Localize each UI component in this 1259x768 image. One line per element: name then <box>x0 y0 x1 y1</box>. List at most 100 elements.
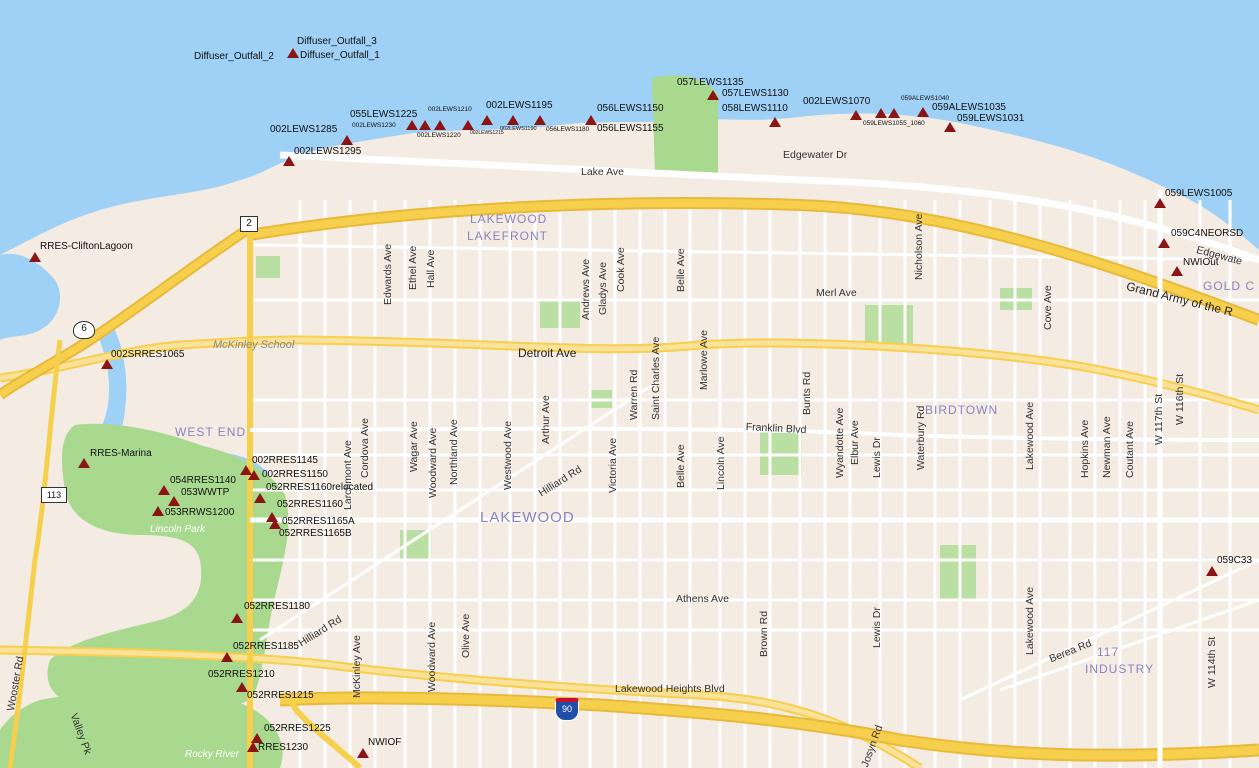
triangle-marker-icon[interactable] <box>419 120 431 130</box>
site-label[interactable]: 052RRES1210 <box>208 669 275 680</box>
site-label[interactable]: 002LEWS1070 <box>803 96 871 107</box>
triangle-marker-icon[interactable] <box>875 108 887 118</box>
street-label: Coutant Ave <box>1124 420 1136 478</box>
triangle-marker-icon[interactable] <box>152 506 164 516</box>
site-label[interactable]: 002SRRES1065 <box>111 349 185 360</box>
site-label[interactable]: 059LEWS1055_1060 <box>863 120 925 127</box>
street-label: Victoria Ave <box>607 437 619 493</box>
site-label[interactable]: 059LEWS1031 <box>957 113 1025 124</box>
triangle-marker-icon[interactable] <box>585 115 597 125</box>
site-label[interactable]: 059LEWS1005 <box>1165 188 1233 199</box>
triangle-marker-icon[interactable] <box>917 107 929 117</box>
site-label[interactable]: 056LEWS1150 <box>597 103 664 114</box>
triangle-marker-icon[interactable] <box>1171 266 1183 276</box>
street-label: Cordova Ave <box>359 418 371 478</box>
site-label[interactable]: 052RRES1215 <box>247 690 314 701</box>
site-label[interactable]: 055LEWS1225 <box>350 109 418 120</box>
triangle-marker-icon[interactable] <box>247 742 259 752</box>
site-label[interactable]: Diffuser_Outfall_1 <box>300 50 380 61</box>
triangle-marker-icon[interactable] <box>78 458 90 468</box>
triangle-marker-icon[interactable] <box>406 120 418 130</box>
site-label[interactable]: 002LEWS1230 <box>352 122 396 129</box>
site-label[interactable]: NWIOut <box>1183 257 1219 268</box>
site-label[interactable]: 052RRES1165A <box>282 516 355 527</box>
site-label[interactable]: 053RRWS1200 <box>165 507 235 518</box>
triangle-marker-icon[interactable] <box>269 519 281 529</box>
site-label[interactable]: 058LEWS1110 <box>722 103 788 114</box>
site-label[interactable]: 056LEWS1180 <box>546 126 590 133</box>
site-label[interactable]: 002LEWS1190 <box>500 126 537 132</box>
site-label[interactable]: 002LEWS1210 <box>428 106 472 113</box>
triangle-marker-icon[interactable] <box>357 748 369 758</box>
triangle-marker-icon[interactable] <box>434 120 446 130</box>
site-label[interactable]: 052RRES1225 <box>264 723 331 734</box>
triangle-marker-icon[interactable] <box>534 115 546 125</box>
site-label[interactable]: 057LEWS1130 <box>722 88 789 99</box>
site-label[interactable]: 052RRES1185 <box>233 641 299 652</box>
triangle-marker-icon[interactable] <box>1158 238 1170 248</box>
area-label: LAKEWOOD <box>470 212 548 226</box>
triangle-marker-icon[interactable] <box>231 613 243 623</box>
triangle-marker-icon[interactable] <box>287 48 299 58</box>
site-label[interactable]: 002LEWS1285 <box>270 124 338 135</box>
site-label[interactable]: 002LEWS1195 <box>486 100 553 111</box>
site-label[interactable]: 002LEWS1215 <box>470 130 504 136</box>
triangle-marker-icon[interactable] <box>1206 566 1218 576</box>
area-label: LAKEFRONT <box>467 229 549 243</box>
site-label[interactable]: 002LEWS1220 <box>417 132 461 139</box>
area-label: LAKEWOOD <box>480 509 575 526</box>
street-label: Warren Rd <box>628 369 640 420</box>
street-label: Olive Ave <box>460 613 472 658</box>
triangle-marker-icon[interactable] <box>248 470 260 480</box>
site-label[interactable]: 002RRES1145 <box>252 455 318 466</box>
triangle-marker-icon[interactable] <box>251 733 263 743</box>
site-label[interactable]: 002LEWS1295 <box>294 146 362 157</box>
triangle-marker-icon[interactable] <box>254 493 266 503</box>
site-label[interactable]: 002RRES1150 <box>262 469 328 480</box>
site-label[interactable]: 052RRES1160 <box>277 499 343 510</box>
area-label: INDUSTRY <box>1085 662 1155 676</box>
triangle-marker-icon[interactable] <box>101 359 113 369</box>
street-label: Newman Ave <box>1101 416 1113 478</box>
site-label[interactable]: 052RRES1180 <box>244 601 310 612</box>
site-label[interactable]: 059ALEWS1040 <box>901 95 950 102</box>
site-label[interactable]: 059C33 <box>1217 555 1253 566</box>
triangle-marker-icon[interactable] <box>850 110 862 120</box>
site-label[interactable]: 052RRES1165B <box>279 528 352 539</box>
site-label[interactable]: 053WWTP <box>181 487 230 498</box>
site-label[interactable]: 052RRES1160relocated <box>266 482 374 493</box>
triangle-marker-icon[interactable] <box>266 512 278 522</box>
street-label: Arthur Ave <box>540 395 552 444</box>
triangle-marker-icon[interactable] <box>341 135 353 145</box>
site-label[interactable]: 057LEWS1135 <box>677 77 744 88</box>
site-label[interactable]: 054RRES1140 <box>170 475 236 486</box>
site-label[interactable]: RRES1230 <box>258 742 309 753</box>
site-label[interactable]: NWIOF <box>368 737 402 748</box>
triangle-marker-icon[interactable] <box>888 108 900 118</box>
triangle-marker-icon[interactable] <box>158 485 170 495</box>
triangle-marker-icon[interactable] <box>707 90 719 100</box>
site-label[interactable]: RRES-Marina <box>90 448 152 459</box>
site-label[interactable]: Diffuser_Outfall_2 <box>194 51 274 62</box>
triangle-marker-icon[interactable] <box>462 120 474 130</box>
triangle-marker-icon[interactable] <box>944 122 956 132</box>
street-label: Detroit Ave <box>518 346 577 360</box>
route-shield-icon: 2 <box>240 216 258 232</box>
triangle-marker-icon[interactable] <box>236 682 248 692</box>
triangle-marker-icon[interactable] <box>283 156 295 166</box>
site-label[interactable]: Diffuser_Outfall_3 <box>297 36 377 47</box>
triangle-marker-icon[interactable] <box>240 465 252 475</box>
triangle-marker-icon[interactable] <box>481 115 493 125</box>
triangle-marker-icon[interactable] <box>769 117 781 127</box>
triangle-marker-icon[interactable] <box>168 496 180 506</box>
site-label[interactable]: RRES-CliftonLagoon <box>40 241 133 252</box>
triangle-marker-icon[interactable] <box>221 652 233 662</box>
site-label[interactable]: 056LEWS1155 <box>597 123 664 134</box>
triangle-marker-icon[interactable] <box>507 115 519 125</box>
triangle-marker-icon[interactable] <box>29 252 41 262</box>
route-number: 6 <box>81 323 87 334</box>
site-label[interactable]: 059C4NEORSD <box>1171 228 1244 239</box>
triangle-marker-icon[interactable] <box>1154 198 1166 208</box>
site-label[interactable]: 059ALEWS1035 <box>932 102 1006 113</box>
